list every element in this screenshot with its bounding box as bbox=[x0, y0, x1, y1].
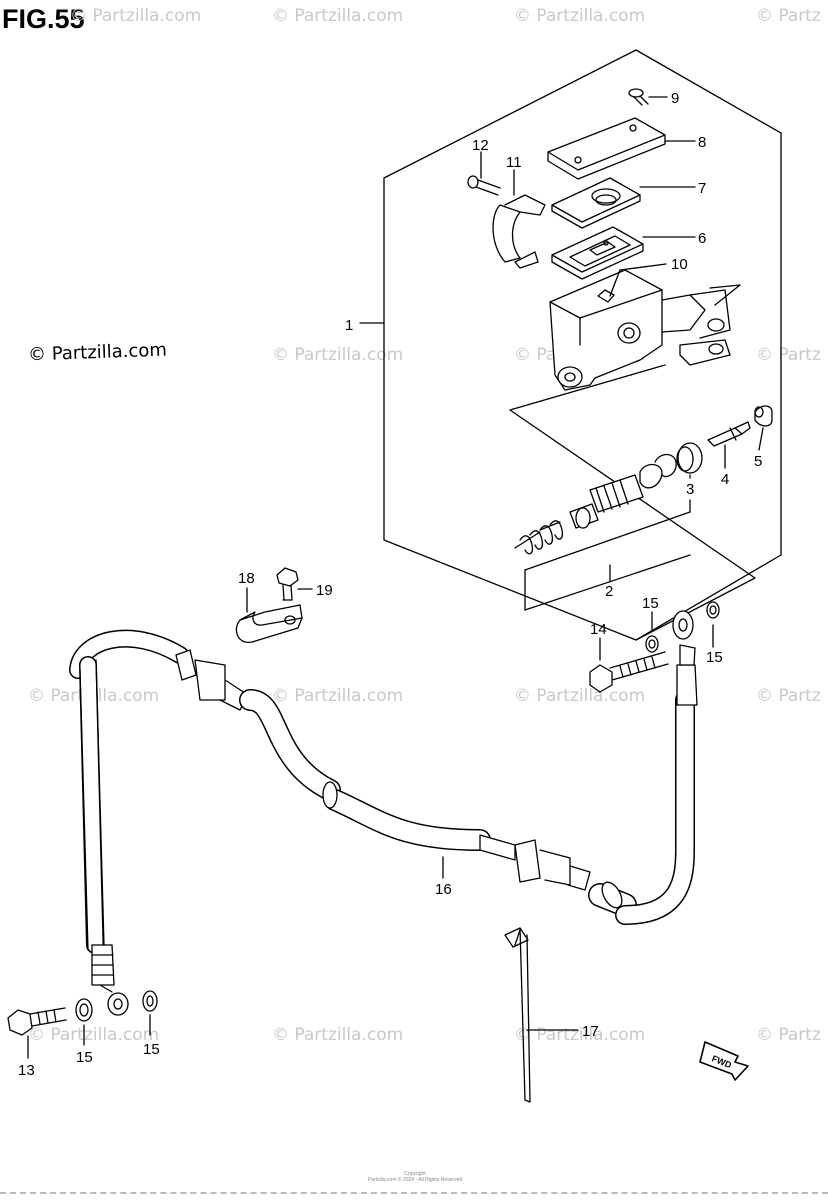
callout-10: 10 bbox=[671, 256, 688, 273]
watermark: © Partzilla.com bbox=[272, 1025, 404, 1045]
clamp-11 bbox=[492, 194, 546, 269]
diaphragm-6 bbox=[551, 226, 644, 280]
watermark: © Partz bbox=[756, 6, 821, 26]
callout-7: 7 bbox=[698, 180, 706, 197]
callout-18: 18 bbox=[238, 570, 255, 587]
callout-2: 2 bbox=[605, 583, 613, 600]
washer-15 bbox=[645, 635, 659, 653]
watermark: © Partzilla.com bbox=[272, 686, 404, 706]
boot-5 bbox=[754, 405, 773, 427]
assembly-box bbox=[383, 49, 782, 641]
fwd-arrow-icon bbox=[699, 1041, 749, 1081]
callout-6: 6 bbox=[698, 230, 706, 247]
bolt-12 bbox=[467, 175, 501, 196]
cable-tie-17 bbox=[504, 927, 531, 1103]
watermark: © Partzilla.com bbox=[28, 1025, 160, 1045]
footer-line: Partzilla.com © 2024 · All Rights Reserv… bbox=[367, 1177, 463, 1183]
clamp-18 bbox=[235, 604, 303, 643]
callout-16: 16 bbox=[435, 881, 452, 898]
callout-17: 17 bbox=[582, 1023, 599, 1040]
reservoir-cap-8 bbox=[547, 117, 666, 180]
callout-4: 4 bbox=[721, 471, 729, 488]
hose-16 bbox=[69, 610, 698, 1016]
callout-15: 15 bbox=[706, 649, 723, 666]
diaphragm-plate-7 bbox=[551, 177, 641, 229]
callout-3: 3 bbox=[686, 481, 694, 498]
callout-13: 13 bbox=[18, 1062, 35, 1079]
callout-11: 11 bbox=[506, 154, 522, 171]
piston-3 bbox=[514, 442, 703, 555]
watermark: © Partz bbox=[756, 345, 821, 365]
page-title: FIG.55 bbox=[2, 4, 85, 34]
master-cylinder-body bbox=[549, 269, 741, 391]
callout-19: 19 bbox=[316, 582, 333, 599]
callout-8: 8 bbox=[698, 134, 706, 151]
watermark: © Partzilla.com bbox=[272, 6, 404, 26]
page-edge-divider bbox=[0, 1192, 828, 1194]
bolt-19 bbox=[276, 567, 299, 601]
push-rod-4 bbox=[707, 421, 751, 447]
callout-5: 5 bbox=[754, 453, 762, 470]
watermark: © Partz bbox=[756, 1025, 821, 1045]
screw-9 bbox=[628, 88, 649, 106]
watermark: © Partz bbox=[756, 686, 821, 706]
watermark: © Partzilla.com bbox=[70, 6, 202, 26]
watermark: © Partzilla.com bbox=[514, 6, 646, 26]
footer-line: Copyright bbox=[404, 1171, 426, 1177]
copyright-footer: Copyright Partzilla.com © 2024 · All Rig… bbox=[340, 1171, 490, 1183]
washer-15 bbox=[706, 601, 720, 619]
callout-12: 12 bbox=[472, 137, 489, 154]
callout-1: 1 bbox=[345, 317, 353, 334]
callout-15: 15 bbox=[642, 595, 659, 612]
watermark: © Partzilla.com bbox=[514, 686, 646, 706]
callout-14: 14 bbox=[590, 621, 607, 638]
watermark: © Partzilla.com bbox=[272, 345, 404, 365]
washer-15 bbox=[142, 990, 158, 1012]
banjo-bolt-14 bbox=[589, 651, 669, 693]
callout-9: 9 bbox=[671, 90, 679, 107]
banjo-bolt-13 bbox=[7, 1007, 67, 1036]
callout-15: 15 bbox=[143, 1041, 160, 1058]
callout-15: 15 bbox=[76, 1049, 93, 1066]
washer-15 bbox=[75, 998, 93, 1022]
